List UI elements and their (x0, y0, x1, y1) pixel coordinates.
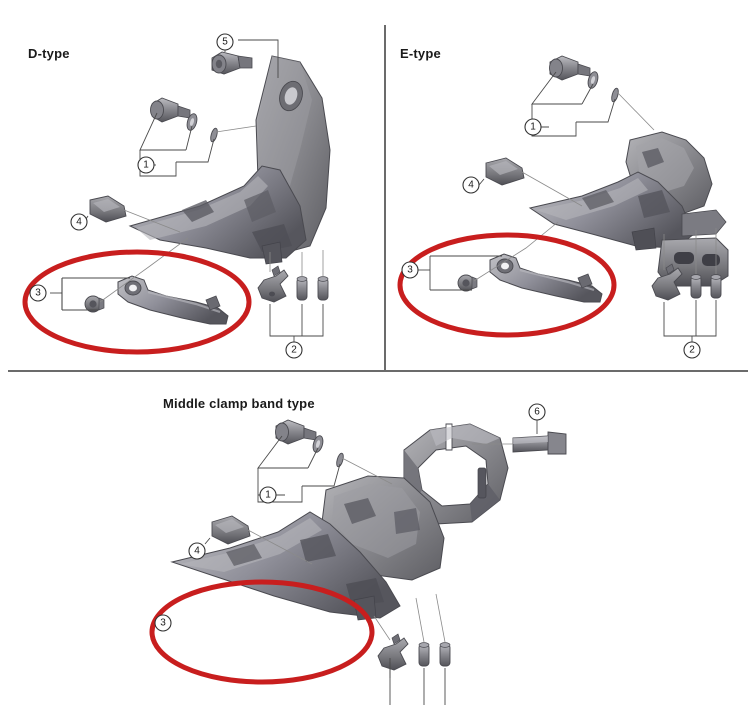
callout-3-e: 3 (401, 261, 419, 279)
part-clamp-bolt-6 (512, 431, 567, 455)
callout-1-c-label: 1 (265, 490, 271, 501)
leader-1c-d (302, 463, 341, 487)
callout-2-e-label: 2 (689, 345, 695, 356)
leader-4e (478, 178, 485, 186)
panel-d-type: D-type (0, 0, 384, 370)
callout-3-c-label: 3 (160, 618, 166, 629)
part-spacer-2b-c (439, 642, 451, 667)
leader-3e-to-body (473, 221, 559, 282)
leader-2c-bracket (389, 668, 446, 705)
leader-2-bracket (269, 304, 324, 337)
panel-e-type: E-type (386, 0, 753, 370)
callout-1-label: 1 (143, 160, 149, 171)
d-type-artwork: 5 1 4 3 2 (22, 33, 331, 359)
callout-6-c-label: 6 (534, 407, 540, 418)
vertical-divider (384, 25, 386, 370)
leader-4c-to-body (247, 529, 313, 565)
leader-1-washer-b (176, 138, 215, 163)
part-spacer-2a (296, 276, 308, 301)
part-fixing-bolt-3 (84, 295, 105, 313)
callout-4-e-label: 4 (468, 180, 474, 191)
panel-middle-clamp-band-type: Middle clamp band type (0, 372, 753, 705)
callout-1: 1 (137, 156, 155, 174)
callout-4-label: 4 (76, 217, 82, 228)
callout-4-c: 4 (188, 542, 206, 560)
leader-1e-to-body (616, 91, 655, 131)
callout-2: 2 (285, 341, 303, 359)
panel-title-e-type: E-type (400, 46, 441, 61)
leader-4e-to-body (521, 171, 583, 207)
part-bolt-5 (211, 51, 253, 75)
callout-1-e: 1 (524, 118, 542, 136)
callout-4: 4 (70, 213, 88, 231)
leader-2c-up-c (435, 593, 446, 643)
leader-1c-to-body (341, 457, 393, 485)
panel-title-middle-clamp-band-type: Middle clamp band type (163, 396, 315, 411)
leader-1c-c (307, 447, 319, 469)
part-spacer-2b-e (710, 274, 722, 299)
derailleur-body-d (128, 55, 331, 265)
part-bolt-1-e (549, 55, 591, 81)
horizontal-divider (8, 370, 748, 372)
derailleur-body-clamp (170, 475, 445, 621)
part-spacer-2a-c (418, 642, 430, 667)
part-bolt-1-c (275, 419, 317, 445)
leader-1c-b (257, 468, 303, 503)
leader-2c-up-b (415, 597, 425, 643)
leader-2e-bracket (663, 300, 717, 337)
leader-4c (204, 537, 211, 545)
part-bolt-1 (150, 97, 191, 123)
leader-1-to-body (215, 125, 257, 133)
callout-1-e-label: 1 (530, 122, 536, 133)
callout-3-c: 3 (154, 614, 172, 632)
callout-3: 3 (29, 284, 47, 302)
part-washer-1b-c (336, 452, 344, 468)
part-chain-guide-3-e (489, 253, 603, 303)
callout-3-e-label: 3 (407, 265, 413, 276)
part-cover-4 (89, 195, 127, 223)
leader-2c-up-a (373, 615, 391, 641)
callout-2-e: 2 (683, 341, 701, 359)
part-hanger-2-c (377, 633, 409, 671)
part-hanger-2 (257, 265, 289, 303)
part-washer-1a (186, 113, 198, 131)
part-chain-guide-3 (117, 275, 229, 325)
callout-3-label: 3 (35, 288, 41, 299)
panel-title-d-type: D-type (28, 46, 70, 61)
e-type-artwork: 1 4 3 2 (397, 55, 729, 359)
highlight-ellipse-middle-clamp (149, 579, 375, 685)
part-spacer-2a-e (690, 274, 702, 299)
callout-1-c: 1 (259, 486, 277, 504)
part-cover-4-c (211, 515, 251, 545)
clamp-band-ring (403, 423, 509, 525)
part-spacer-2b (317, 276, 329, 301)
middle-clamp-band-artwork: 6 1 4 3 2 (149, 403, 567, 705)
part-washer-1b (210, 127, 218, 143)
leader-1-washer-a (185, 125, 193, 151)
leader-3-to-body (99, 237, 189, 303)
callout-5: 5 (216, 33, 234, 51)
callout-5-label: 5 (222, 37, 228, 48)
callout-4-e: 4 (462, 176, 480, 194)
part-cover-4-e (485, 157, 525, 186)
callout-4-c-label: 4 (194, 546, 200, 557)
highlight-ellipse-d-type (22, 249, 252, 355)
leader-1e-c (581, 83, 594, 105)
leader-1e-d (576, 98, 616, 123)
leader-4-to-body (123, 209, 181, 233)
part-fixing-bolt-3-e (457, 274, 478, 292)
leader-5b (238, 39, 279, 78)
callout-6-c: 6 (528, 403, 546, 421)
derailleur-body-e (528, 131, 729, 287)
part-washer-1b-e (611, 87, 619, 103)
highlight-ellipse-e-type (397, 232, 617, 338)
callout-2-label: 2 (291, 345, 297, 356)
part-hanger-2-e (651, 263, 683, 301)
